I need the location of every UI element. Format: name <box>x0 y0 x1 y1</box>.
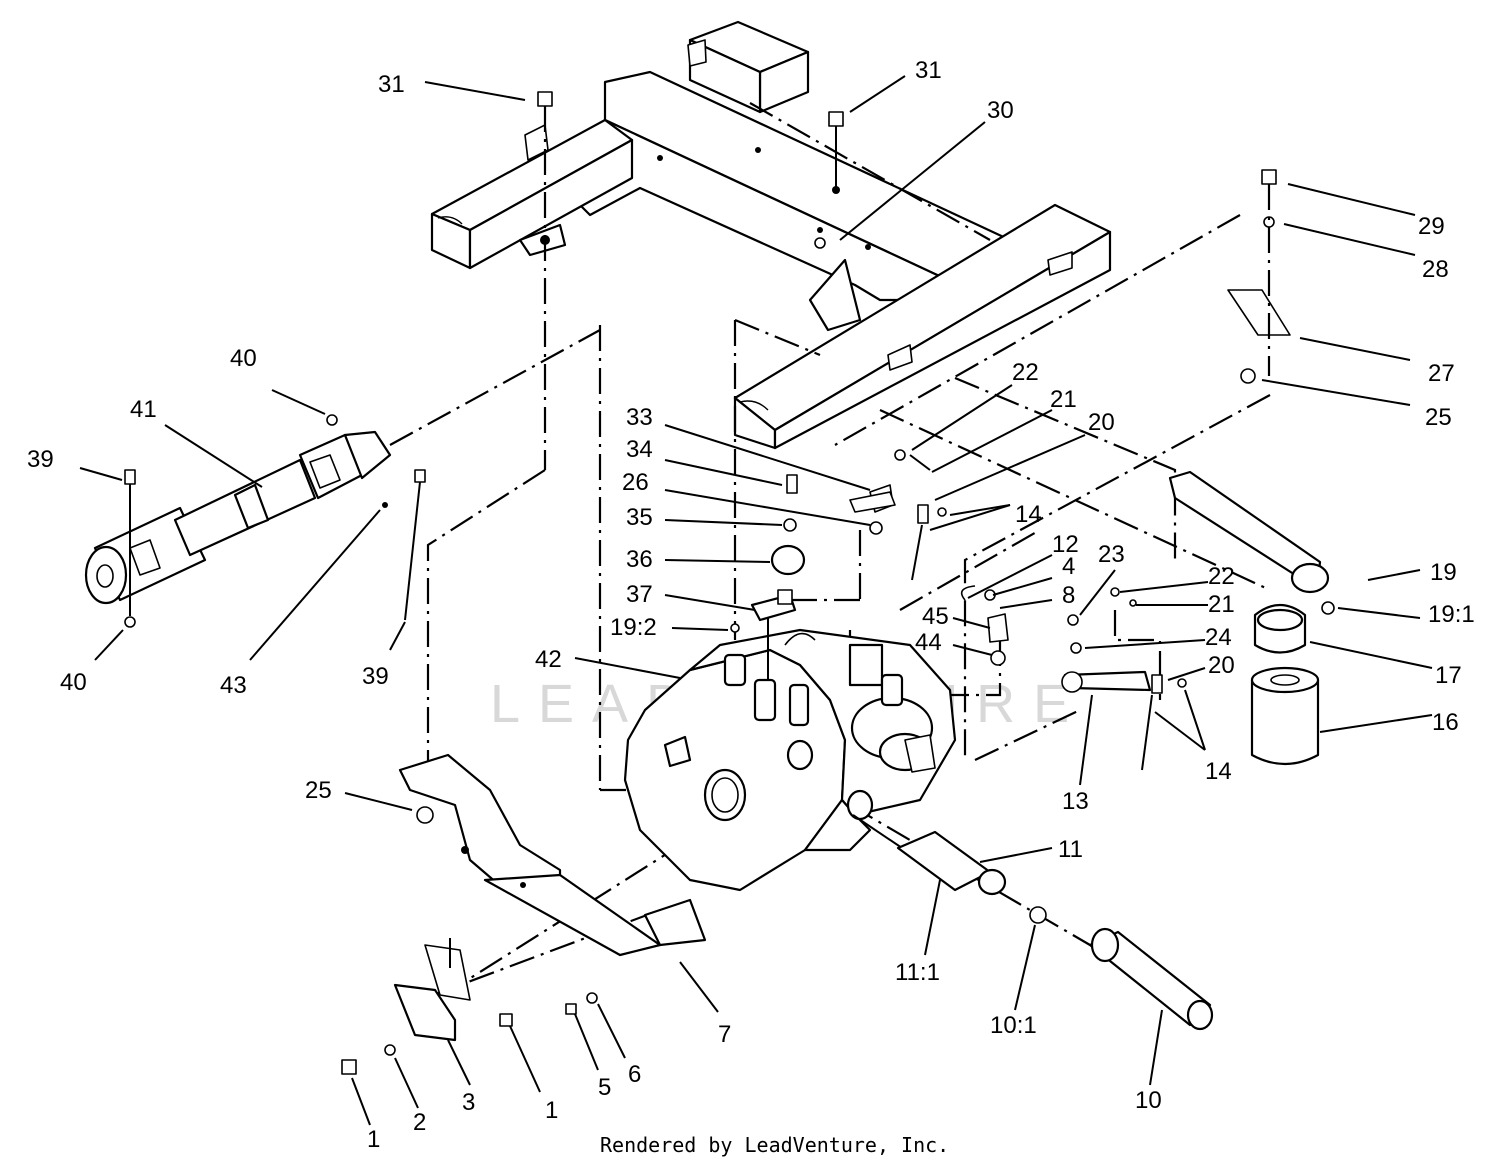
callout-22: 22 <box>1012 359 1039 386</box>
callout-25: 25 <box>1425 404 1452 431</box>
callout-17: 17 <box>1435 662 1462 689</box>
frame-bolts <box>537 91 1291 384</box>
callout-21: 21 <box>1050 386 1077 413</box>
callout-29: 29 <box>1418 213 1445 240</box>
callout-5: 5 <box>598 1074 611 1101</box>
callout-10: 10 <box>1135 1087 1162 1114</box>
callout-10-1: 10:1 <box>990 1012 1037 1039</box>
callout-11: 11 <box>1058 836 1083 863</box>
control-linkages <box>730 449 1187 771</box>
callout-28: 28 <box>1422 256 1449 283</box>
callout-27: 27 <box>1428 360 1455 387</box>
callout-40: 40 <box>60 669 87 696</box>
lower-mount-brackets <box>341 753 707 1075</box>
callout-3: 3 <box>462 1089 475 1116</box>
callout-39: 39 <box>27 446 54 473</box>
callout-14: 14 <box>1015 501 1042 528</box>
transmission-assembly <box>623 605 957 892</box>
callout-20: 20 <box>1088 409 1115 436</box>
callout-16: 16 <box>1432 709 1459 736</box>
callout-11-1: 11:1 <box>895 959 940 986</box>
callout-37: 37 <box>626 581 653 608</box>
callout-19-2: 19:2 <box>610 614 657 641</box>
assembly-phantom-lines <box>389 102 1271 1011</box>
callout-39: 39 <box>362 663 389 690</box>
callout-42: 42 <box>535 646 562 673</box>
callout-14: 14 <box>1205 758 1232 785</box>
callout-2: 2 <box>413 1109 426 1136</box>
filter-and-tie-rod <box>1168 470 1335 765</box>
callout-4: 4 <box>1062 553 1075 580</box>
footer-credit: Rendered by LeadVenture, Inc. <box>600 1133 949 1157</box>
callout-1: 1 <box>545 1097 558 1124</box>
callout-33: 33 <box>626 404 653 431</box>
callout-31: 31 <box>378 71 405 98</box>
callout-20: 20 <box>1208 652 1235 679</box>
callout-6: 6 <box>628 1061 641 1088</box>
callout-26: 26 <box>622 469 649 496</box>
callout-23: 23 <box>1098 541 1125 568</box>
callout-8: 8 <box>1062 582 1075 609</box>
callout-43: 43 <box>220 672 247 699</box>
callout-21: 21 <box>1208 591 1235 618</box>
callout-35: 35 <box>626 504 653 531</box>
callout-13: 13 <box>1062 788 1089 815</box>
callout-12: 12 <box>1052 531 1079 558</box>
callout-7: 7 <box>718 1021 731 1048</box>
callout-40: 40 <box>230 345 257 372</box>
callout-44: 44 <box>915 629 942 656</box>
callout-31: 31 <box>915 57 942 84</box>
drive-shaft-assembly <box>84 414 426 628</box>
frame-assembly <box>430 20 1112 450</box>
callout-24: 24 <box>1205 624 1232 651</box>
callout-1: 1 <box>367 1126 380 1153</box>
axle-shaft <box>896 830 1214 1031</box>
callout-19: 19 <box>1430 559 1457 586</box>
callout-25: 25 <box>305 777 332 804</box>
callout-30: 30 <box>987 97 1014 124</box>
callout-41: 41 <box>130 396 157 423</box>
callout-leaders <box>79 75 1433 1126</box>
callout-labels: 31 31 30 29 28 27 25 22 21 20 14 33 34 2… <box>27 57 1475 1153</box>
callout-36: 36 <box>626 546 653 573</box>
callout-19-1: 19:1 <box>1428 601 1475 628</box>
callout-22: 22 <box>1208 563 1235 590</box>
callout-45: 45 <box>922 603 949 630</box>
callout-34: 34 <box>626 436 653 463</box>
